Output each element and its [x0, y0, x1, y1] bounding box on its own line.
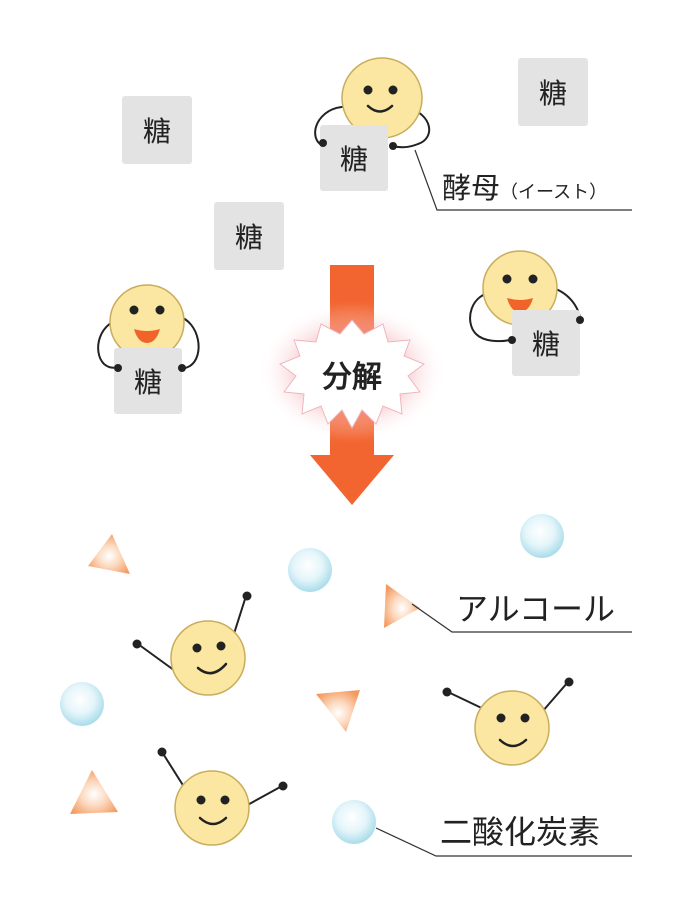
yeast-cell: 糖	[469, 250, 584, 376]
co2-label-text: 二酸化炭素	[440, 813, 600, 851]
yeast-cell	[132, 591, 252, 696]
sugar-label: 糖	[532, 328, 560, 361]
sugar-label: 糖	[143, 115, 171, 148]
decompose-label: 分解	[322, 360, 382, 395]
decompose-burst: 分解	[257, 302, 447, 442]
sugar-cube: 糖	[518, 58, 588, 126]
yeast-cell	[157, 747, 288, 846]
alcohol-molecule	[384, 584, 420, 628]
sugar-label: 糖	[340, 143, 368, 176]
yeast-title: 酵母	[442, 171, 500, 205]
yeast-cell: 糖	[314, 57, 431, 191]
yeast-note: （イースト）	[500, 182, 607, 203]
alcohol-label-text: アルコール	[456, 590, 615, 628]
co2-label: 二酸化炭素	[375, 813, 632, 857]
sugar-label: 糖	[134, 366, 162, 399]
alcohol-molecule	[88, 534, 130, 574]
co2-bubble	[332, 800, 376, 844]
alcohol-molecule	[70, 770, 118, 814]
sugar-cube: 糖	[320, 125, 388, 191]
co2-bubble	[60, 682, 104, 726]
sugar-cube: 糖	[122, 96, 192, 164]
co2-bubble	[288, 548, 332, 592]
yeast-label-text: 酵母（イースト）	[442, 171, 607, 205]
yeast-cell	[442, 677, 574, 766]
sugar-label: 糖	[235, 221, 263, 254]
sugar-cube: 糖	[114, 348, 182, 414]
co2-bubble	[520, 514, 564, 558]
alcohol-molecule	[316, 690, 360, 732]
yeast-label: 酵母（イースト）	[414, 149, 632, 211]
sugar-cube: 糖	[214, 202, 284, 270]
alcohol-label: アルコール	[411, 590, 632, 633]
sugar-label: 糖	[539, 77, 567, 110]
sugar-cube: 糖	[512, 310, 580, 376]
yeast-cell: 糖	[97, 284, 200, 414]
